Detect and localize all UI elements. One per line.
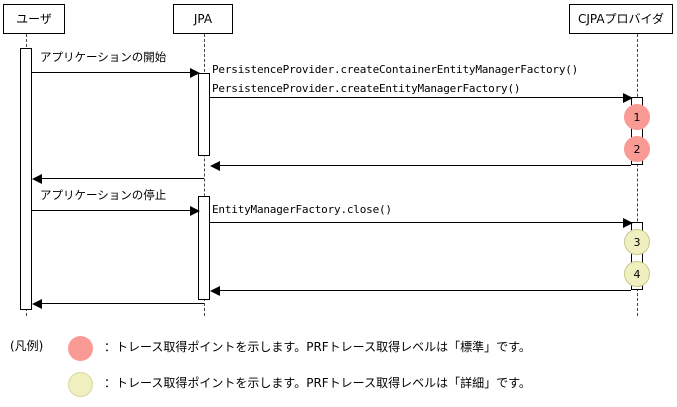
message-arrowhead-return-to-jpa-start bbox=[210, 161, 220, 171]
message-label-create-emf: PersistenceProvider.createEntityManagerF… bbox=[212, 82, 521, 95]
message-label-app-stop: アプリケーションの停止 bbox=[40, 188, 167, 202]
lifeline-label-jpa: JPA bbox=[193, 12, 213, 26]
message-arrowhead-create-emf bbox=[623, 93, 633, 103]
trace-point-3: 3 bbox=[624, 229, 650, 255]
message-arrowhead-return-to-user-start bbox=[32, 174, 42, 184]
message-arrowhead-app-start bbox=[190, 68, 200, 78]
message-label-emf-close: EntityManagerFactory.close() bbox=[212, 203, 392, 216]
legend-swatch-standard bbox=[68, 336, 93, 361]
lifeline-jpa bbox=[204, 34, 205, 316]
lifeline-provider bbox=[637, 34, 638, 316]
lifeline-header-jpa: JPA bbox=[173, 4, 233, 34]
message-line-app-stop bbox=[32, 210, 198, 211]
lifeline-label-user: ユーザ bbox=[16, 12, 52, 26]
message-arrowhead-app-stop bbox=[190, 206, 200, 216]
trace-point-number-1: 1 bbox=[633, 110, 641, 124]
message-label-app-start: アプリケーションの開始 bbox=[40, 50, 167, 64]
message-line-create-emf bbox=[210, 97, 631, 98]
legend-text-detail: ：トレース取得ポイントを示します。PRFトレース取得レベルは「詳細」です。 bbox=[104, 376, 531, 390]
trace-point-number-2: 2 bbox=[633, 142, 641, 156]
message-label-create-container-emf: PersistenceProvider.createContainerEntit… bbox=[212, 63, 579, 76]
message-line-return-to-jpa-start bbox=[220, 165, 631, 166]
activation-bar-jpa-stop bbox=[198, 196, 210, 300]
legend-swatch-detail bbox=[68, 372, 93, 397]
trace-point-number-3: 3 bbox=[633, 235, 641, 249]
lifeline-header-provider: CJPAプロバイダ bbox=[569, 4, 673, 34]
activation-bar-user bbox=[20, 48, 32, 310]
message-arrowhead-return-to-user-stop bbox=[32, 299, 42, 309]
message-line-return-to-jpa-stop bbox=[220, 290, 631, 291]
lifeline-header-user: ユーザ bbox=[3, 4, 65, 34]
trace-point-1: 1 bbox=[624, 104, 650, 130]
trace-point-4: 4 bbox=[624, 261, 650, 287]
message-line-app-start bbox=[32, 72, 198, 73]
trace-point-2: 2 bbox=[624, 136, 650, 162]
message-line-emf-close bbox=[210, 222, 631, 223]
message-arrowhead-emf-close bbox=[623, 218, 633, 228]
lifeline-label-provider: CJPAプロバイダ bbox=[577, 12, 665, 26]
message-arrowhead-return-to-jpa-stop bbox=[210, 286, 220, 296]
activation-bar-jpa-start bbox=[198, 73, 210, 156]
message-line-return-to-user-stop bbox=[42, 303, 204, 304]
message-line-return-to-user-start bbox=[42, 178, 204, 179]
trace-point-number-4: 4 bbox=[633, 267, 641, 281]
legend-text-standard: ：トレース取得ポイントを示します。PRFトレース取得レベルは「標準」です。 bbox=[104, 340, 531, 354]
legend-title: (凡例) bbox=[10, 339, 44, 353]
